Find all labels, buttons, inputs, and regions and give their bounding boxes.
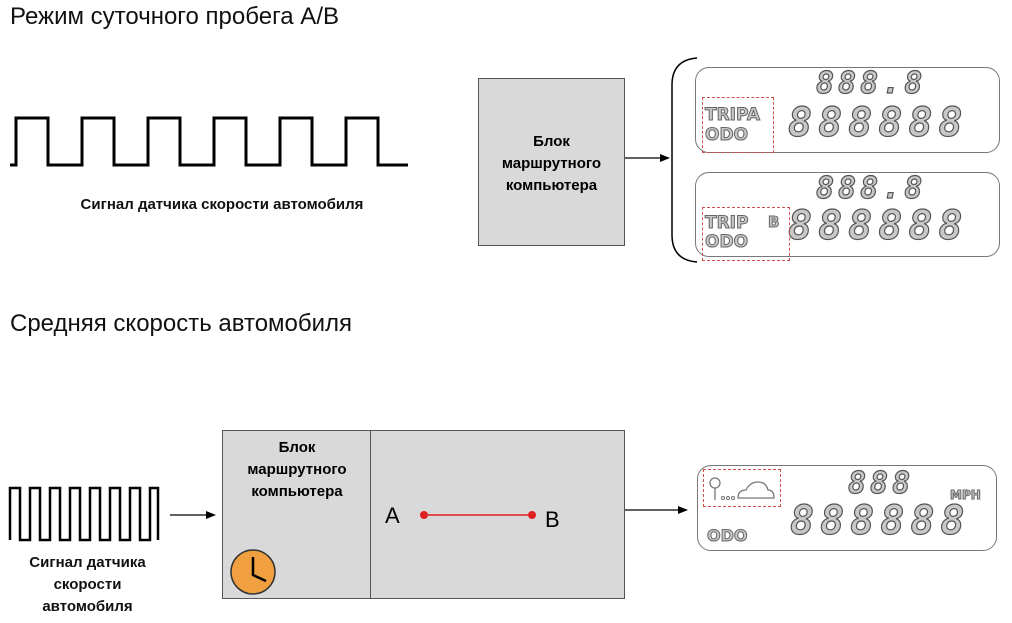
clock-icon [230,549,276,595]
avg-speed-computer-block: Блок маршрутного компьютера A B [222,430,625,599]
odo-label: ODO [704,232,749,253]
speed-signal-wave [10,116,408,167]
trip-suffix: B [767,213,780,232]
bracket [671,57,698,263]
section-title-avg-speed: Средняя скорость автомобиля [10,310,353,337]
trip-computer-block: Блок маршрутного компьютера [478,78,625,246]
odo-digits: 888888 [789,497,971,544]
caption-line: автомобиля [42,598,133,615]
trip-digits: 888.8 [815,65,927,101]
distance-car-icon [709,477,775,500]
mode-highlight [702,207,790,261]
caption-line: Сигнал датчика [29,554,146,571]
section-title-trip-mode: Режим суточного пробега A/B [10,3,339,30]
arrow-to-displays [625,154,670,162]
point-a-label: A [385,503,400,528]
computer-label: Блок маршрутного компьютера [501,133,602,194]
mode-highlight [703,469,781,507]
divider [370,431,371,598]
speed-signal-wave-2 [8,486,160,542]
odo-label: ODO [706,526,748,546]
point-b-label: B [545,507,560,532]
trip-label: TRIP [704,213,749,234]
trip-label: TRIPA [704,105,761,126]
odo-digits: 888888 [787,202,969,249]
arrow-to-display [625,506,688,514]
trip-digits: 888.8 [815,170,927,206]
route-line [420,511,536,519]
mode-highlight [702,97,774,153]
odo-digits: 888888 [787,99,969,146]
unit-label: MPH [950,488,982,503]
computer-label: Блок маршрутного компьютера [247,439,347,500]
signal-caption-2: Сигнал датчика скорости автомобиля [10,552,165,618]
arrow-to-computer [170,511,216,519]
display-trip-b: 888.8 888888 TRIP B ODO [695,170,1000,261]
odo-label: ODO [704,125,749,146]
display-trip-a: 888.8 888888 TRIPA ODO [695,65,1000,153]
caption-line: скорости [53,576,122,593]
signal-caption: Сигнал датчика скорости автомобиля [80,196,364,213]
display-avg-speed: 888 MPH 888888 ODO [697,465,997,551]
speed-digits: 888 [847,465,915,501]
